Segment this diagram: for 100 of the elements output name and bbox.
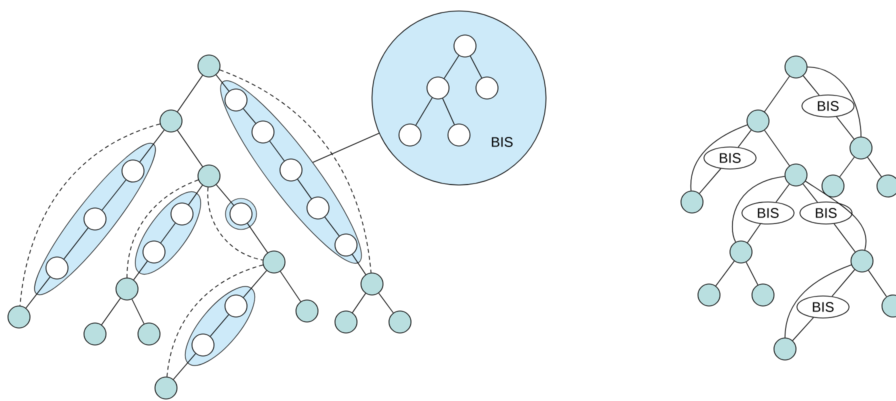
tree-edge [832,269,856,297]
tree-node [388,310,412,334]
tree-node [46,256,68,280]
tree-edge [805,180,866,250]
tree-node [784,164,808,186]
tree-node [224,88,248,112]
tree-edge [807,66,862,137]
tree-node [822,174,844,198]
tree-node [476,76,498,100]
tree-edge [868,270,887,298]
tree-node [8,306,30,328]
tree-node [154,376,178,400]
tree-edge [802,75,820,96]
tree-node [296,300,318,322]
tree-edge [280,271,302,302]
tree-node [84,322,106,346]
tree-node [262,250,286,274]
tree-node [170,202,194,226]
tree-edge [802,184,818,203]
tree-node [774,338,796,360]
tree-node [306,196,330,220]
tree-node [850,136,872,160]
tree-edge [216,74,230,92]
tree-node [730,240,752,264]
tree-node [252,120,274,144]
tree-node [224,294,248,318]
dashed-link [126,180,199,278]
tree-node [426,76,450,100]
tree-edge [867,156,882,178]
tree-edge [177,74,203,112]
tree-node [334,234,358,256]
tree-edge [470,56,482,78]
tree-edge [173,353,196,380]
tree-node [116,278,138,300]
connector-line [312,132,380,163]
tree-edge [188,184,203,206]
tree-node [698,284,720,306]
tree-edge [715,260,735,286]
tree-node [850,250,874,272]
tree-node [280,158,302,182]
tree-node [138,322,160,346]
dashed-link [166,264,264,378]
tree-edge [415,97,433,126]
tree-node [142,240,166,264]
tree-edge [444,55,460,79]
tree-edge [26,276,50,308]
tree-edge [747,224,761,244]
tree-node [680,190,704,214]
tree-edge [738,130,752,148]
tree-edge [297,178,312,200]
tree-edge [132,298,144,324]
tree-edge [378,292,394,314]
tree-node [746,110,770,132]
dashed-link [207,186,264,260]
tree-node [192,334,214,356]
tree-edge [776,184,790,203]
tree-edge [247,223,268,253]
tree-edge [177,130,203,168]
tree-edge [442,98,455,125]
tree-node [198,54,220,78]
tree-node [882,294,896,318]
tree-node [454,34,476,58]
tree-node [84,208,106,230]
dashed-link [219,70,372,274]
tree-edge [352,293,366,313]
tree-node [198,164,220,188]
tree-edge [140,130,164,162]
tree-edge [216,184,234,206]
tree-edge [101,298,121,326]
tree-node [784,56,808,78]
tree-edge [64,228,88,260]
tree-node [334,310,358,334]
tree-edge [732,176,786,242]
tree-edge [784,264,852,338]
tree-edge [324,216,340,236]
tree-edge [746,262,758,286]
tree-edge [133,260,148,280]
tree-edge [243,270,267,298]
tree-node [160,110,182,132]
tree-node [752,284,774,306]
tree-edge [764,130,790,166]
tree-node [230,202,252,226]
tree-node [876,174,896,198]
tree-node [122,160,144,182]
tree-node [448,124,470,146]
tree-edge [699,168,722,194]
tree-edge [764,76,790,112]
tree-edge [102,180,126,210]
tree-edge [352,254,366,275]
tree-edge [242,108,256,124]
tree-edge [792,317,814,341]
tree-node [360,272,384,296]
tree-edge [834,223,856,252]
tree-edge [210,314,230,337]
tree-edge [690,124,748,192]
dashed-link [20,124,160,306]
tree-edge [839,156,855,178]
tree-edge [836,116,854,140]
tree-edge [269,140,285,162]
tree-node [398,124,422,146]
